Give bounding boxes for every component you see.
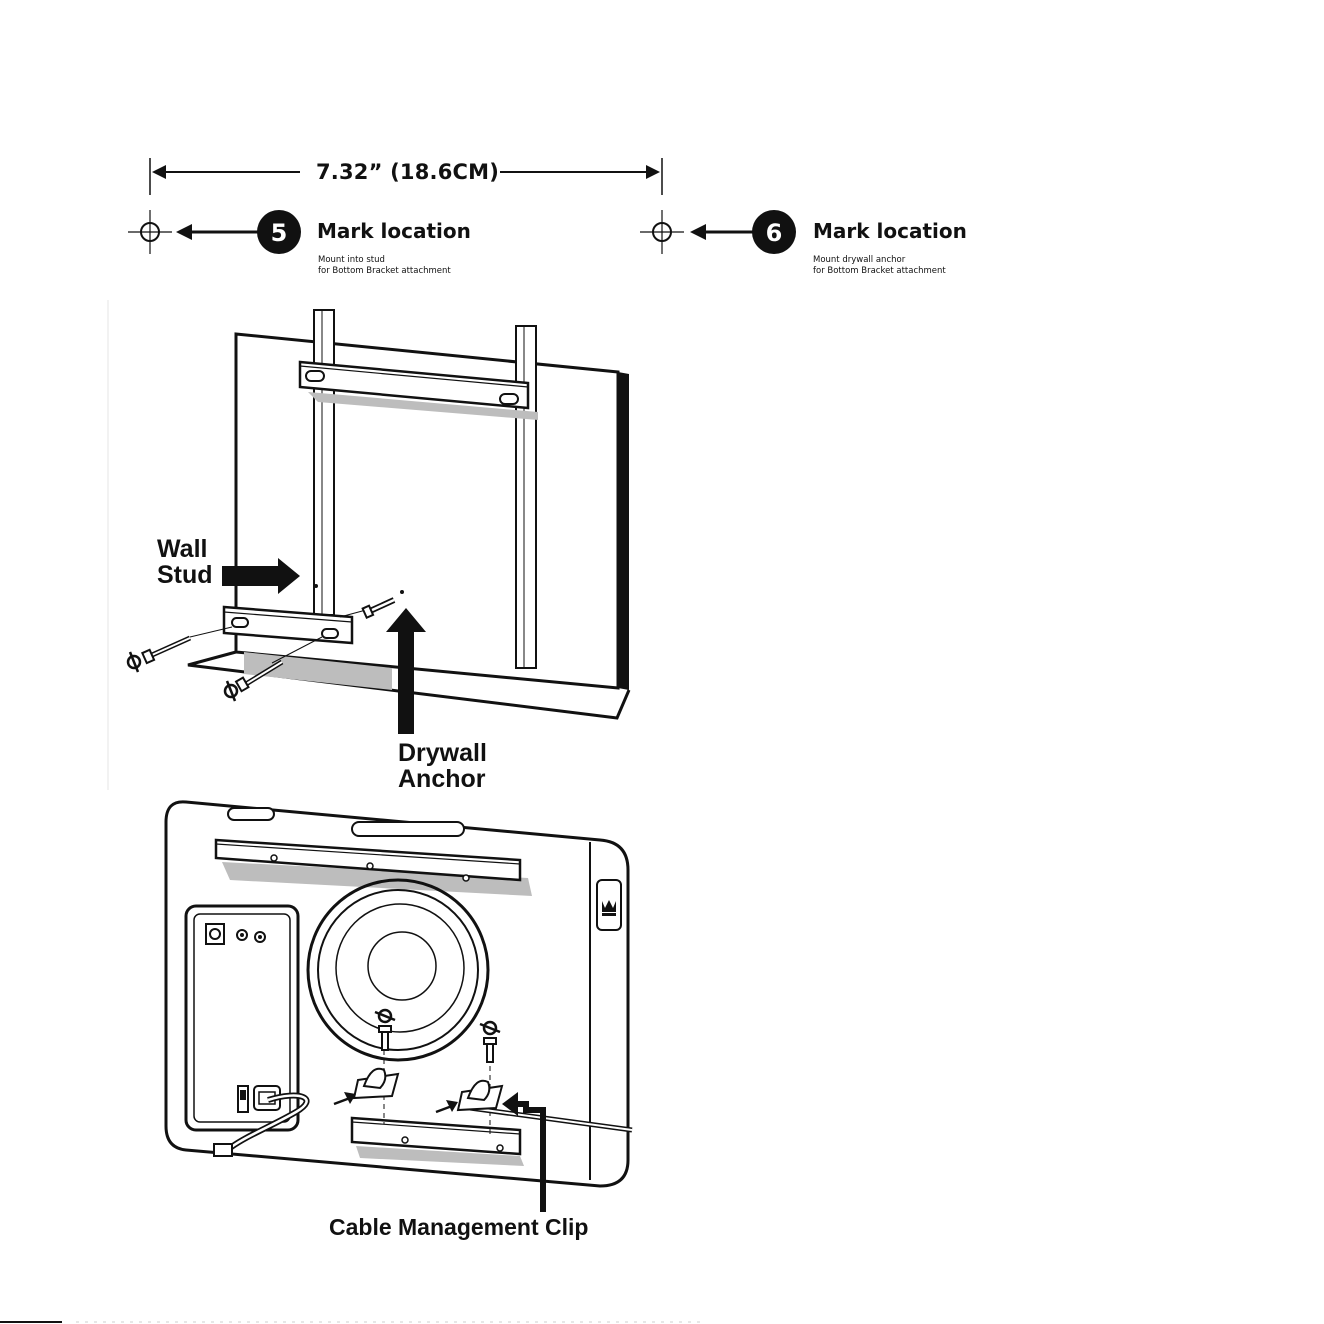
cable-clip-label: Cable Management Clip [329,1214,588,1240]
page-divider [0,1316,700,1324]
